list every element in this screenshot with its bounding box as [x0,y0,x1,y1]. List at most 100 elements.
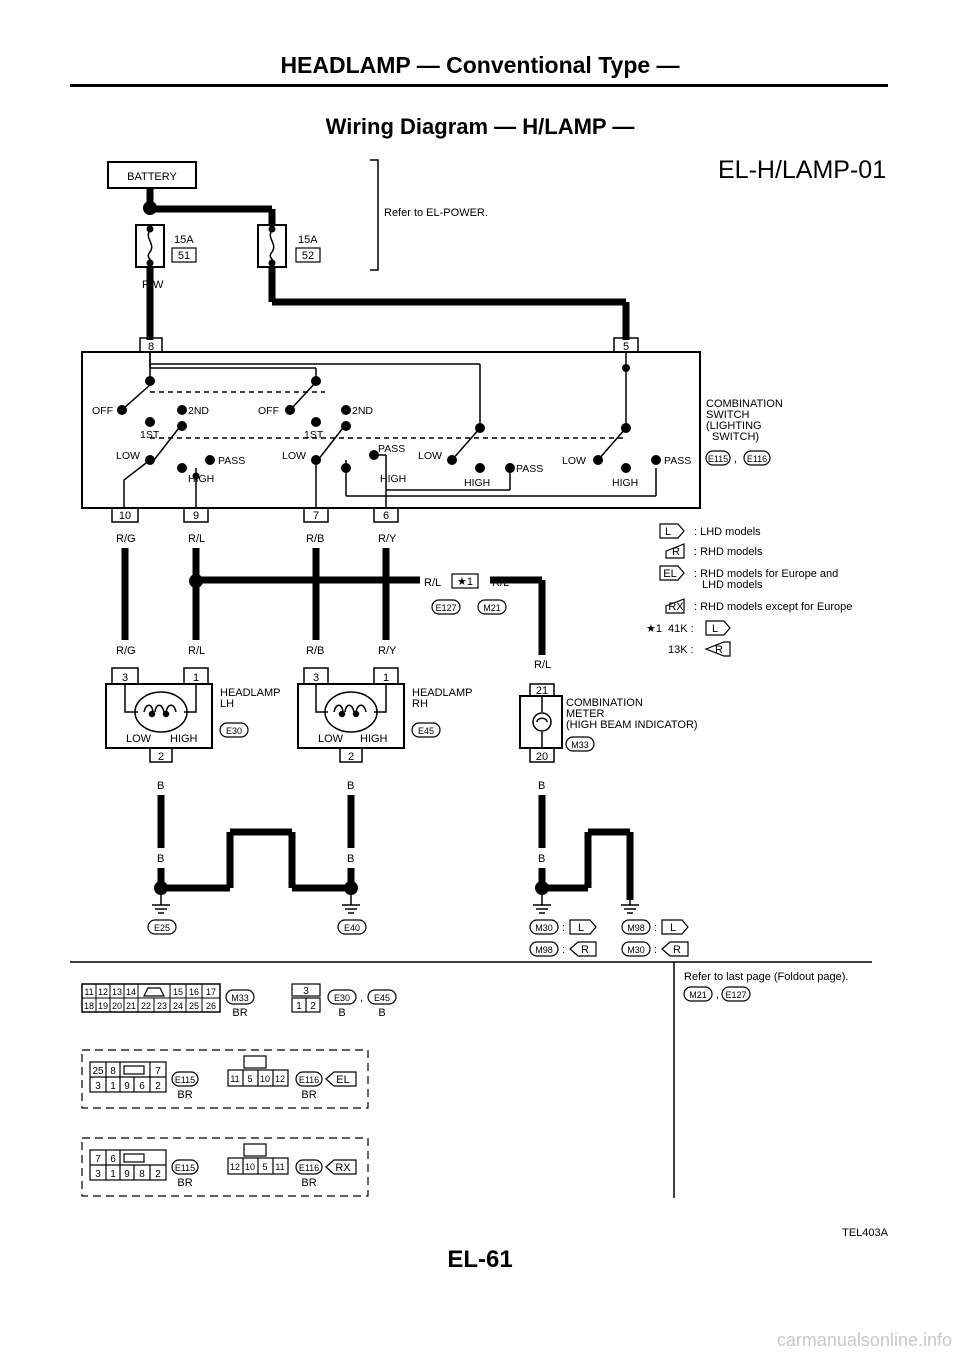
conn-e116-oval [743,450,771,466]
splice-dot [143,201,157,215]
legend-tag-r: R [672,546,680,558]
ground-colon-1: : [562,922,565,934]
m33-pin-24: 24 [173,1001,183,1011]
label-high-4: HIGH [612,477,638,489]
combination-switch-box [81,351,701,509]
power-bracket [370,159,379,271]
cv-rx-e115 [89,1149,167,1181]
el-e115-pin-3: 3 [95,1081,101,1092]
ground-colon-4: : [654,944,657,956]
cv-el-e115-oval [171,1071,199,1087]
rx-e116-pin-5: 5 [262,1162,267,1172]
conn-m21-oval [477,599,507,615]
gnd-b-3: B [288,853,295,865]
rh-name-1: HEADLAMP [412,687,473,699]
pin-8: 8 [148,341,154,353]
ground-tag-r-1: R [581,944,589,956]
conn-e115-oval [705,450,731,466]
header-rule [70,84,888,87]
lh-wire-a: R/G [116,645,136,657]
ground-wires [157,795,634,900]
el-group-box [81,1049,369,1109]
el-e115-pin-1: 1 [110,1081,116,1092]
joint-box [451,573,479,589]
lh-low: LOW [126,733,152,745]
cv-el-tag: EL [336,1074,349,1086]
ground-m-rows: M30 : L M98 : L M98 : R M30 : R [529,919,689,957]
pin-6: 6 [383,510,389,522]
legend-text-l: : LHD models [694,526,761,538]
rx-e116-pin-10: 10 [245,1162,255,1172]
figure-code: TEL403A [842,1227,889,1239]
rx-e116-pin-11: 11 [275,1162,284,1172]
star-note-l-value: 41K : [668,623,694,635]
ground-m98-b: M98 [627,923,645,933]
fuse-52-amp: 15A [298,234,318,246]
cv-el-e115-color: BR [177,1089,192,1101]
m33-pin-19: 19 [98,1001,108,1011]
cv-el-e116 [227,1055,289,1087]
ground-colon-2: : [654,922,657,934]
ground-m30-a: M30 [535,923,553,933]
meter-wire-in: R/L [534,659,551,671]
ground-tag-l-2: L [670,922,676,934]
switch-name-2: SWITCH [706,409,749,421]
switch-name-4: SWITCH) [712,431,759,443]
star-note-r-tag: R [715,644,723,656]
foldout-m21-oval [683,986,713,1002]
lh-pin-3: 3 [122,672,128,684]
cv-el-e115-name: E115 [175,1075,195,1085]
pin-10: 10 [119,510,131,522]
rh-wire-b: R/Y [378,645,397,657]
legend-tag-el: EL [663,568,676,580]
refer-power: Refer to EL-POWER. [384,207,488,219]
meter-name-2: METER [566,708,605,720]
legend-text-rx: : RHD models except for Europe [694,601,852,613]
power-feed [146,188,276,225]
rh-wire-a: R/B [306,645,324,657]
el-e115-pin-9: 9 [124,1081,130,1092]
cv-rx-e116 [227,1143,289,1175]
ground-m30-b: M30 [627,945,645,955]
label-2nd-2: 2ND [352,405,373,417]
legend-text-el-2: LHD models [702,579,763,591]
label-low-1: LOW [116,450,140,462]
conn-e127-oval [431,599,461,615]
star-note-l-tag: L [712,623,718,635]
label-high-1: HIGH [188,473,214,485]
m33-pin-18: 18 [84,1001,94,1011]
cv-el-e116-oval [295,1071,323,1087]
fuse-52: 15A 52 [257,224,321,268]
harness-wires [121,548,546,655]
foldout-note: Refer to last page (Foldout page). [684,971,848,983]
page-header-title: HEADLAMP — Conventional Type — [280,52,680,78]
label-2nd-1: 2ND [188,405,209,417]
conn-e30-oval [219,722,249,738]
fuse-51: 15A 51 [135,224,197,268]
conn-e25-oval [147,919,177,935]
meter-name-3: (HIGH BEAM INDICATOR) [566,719,698,731]
cv-m33-color: BR [232,1007,247,1019]
cv-el-e116-pins: 11 5 10 12 [230,1074,285,1084]
rx-e115-pin-1: 1 [110,1169,116,1180]
cv-el-tag-box [325,1071,357,1087]
m33-pin-13: 13 [112,987,122,997]
gnd-wire-meter: B [538,780,545,792]
wire-rl: R/L [188,533,205,545]
ground-e40: E40 [344,923,360,933]
label-off-2: OFF [258,405,279,417]
gnd-b-4: B [347,853,354,865]
cv-rx-e115-oval [171,1159,199,1175]
label-pass-1: PASS [218,455,245,467]
ground-dots [154,881,549,895]
cv-el-e116-name: E116 [299,1075,319,1085]
label-pass-3: PASS [516,463,543,475]
foldout-e127: E127 [725,990,746,1000]
gnd-b-6: B [584,853,591,865]
cv-rx-tag-box [325,1159,357,1175]
headlamp-lh [105,667,213,763]
gnd-wire-lh: B [157,780,164,792]
m33-pin-14: 14 [126,987,136,997]
fuse-51-num: 51 [178,250,190,262]
el-e116-pin-11: 11 [230,1074,239,1084]
